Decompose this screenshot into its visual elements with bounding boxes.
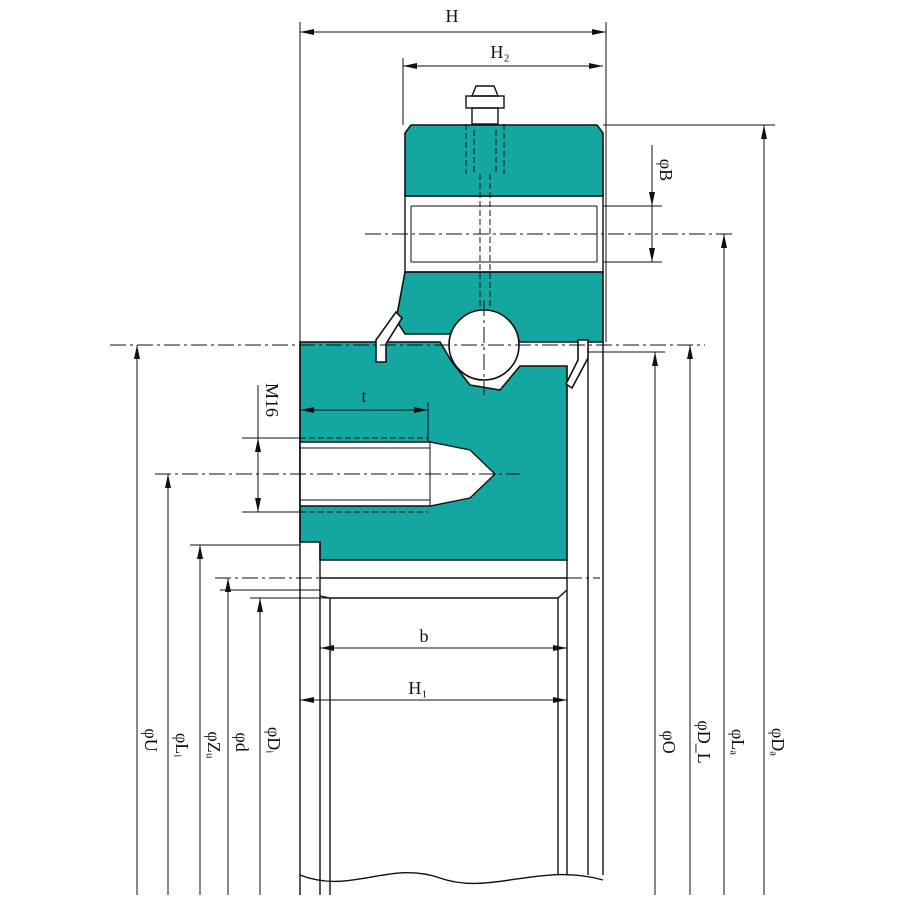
label-phiDL: φD_L (694, 720, 714, 763)
label-phiDa: φDₐ (768, 728, 788, 756)
dim-H2: H₂ (402, 42, 603, 125)
label-H2: H₂ (490, 42, 509, 62)
seal-right (564, 339, 589, 390)
label-b: b (420, 626, 429, 646)
label-phiDi: φDᵢ (264, 727, 284, 753)
dim-b: b (320, 626, 567, 651)
label-phid: φd (232, 732, 252, 751)
label-phiZu: φZᵤ (204, 731, 224, 758)
label-phiO: φO (659, 730, 679, 753)
dim-right-diameters: φO φD_L φLₐ φDₐ (588, 124, 788, 895)
label-phiB: φB (656, 159, 676, 181)
label-M16: M16 (262, 383, 282, 417)
dim-M16: M16 (242, 383, 300, 513)
dim-H: H (299, 6, 607, 342)
dim-left-diameters: φU φLᵢ φZᵤ φd φDᵢ (134, 345, 330, 895)
label-H1: H₁ (408, 678, 427, 698)
label-phiU: φU (141, 728, 161, 751)
grease-nipple (465, 85, 505, 308)
seal-left (375, 310, 404, 363)
label-phiLa: φLₐ (728, 729, 748, 755)
dim-phiB: φB (603, 145, 676, 263)
label-H: H (446, 6, 459, 26)
label-phiLi: φLᵢ (172, 733, 192, 757)
dim-t: t (300, 386, 429, 442)
label-t: t (361, 386, 366, 406)
break-line (299, 871, 604, 885)
tapped-hole (299, 441, 497, 507)
dim-H1: H₁ (300, 678, 567, 703)
